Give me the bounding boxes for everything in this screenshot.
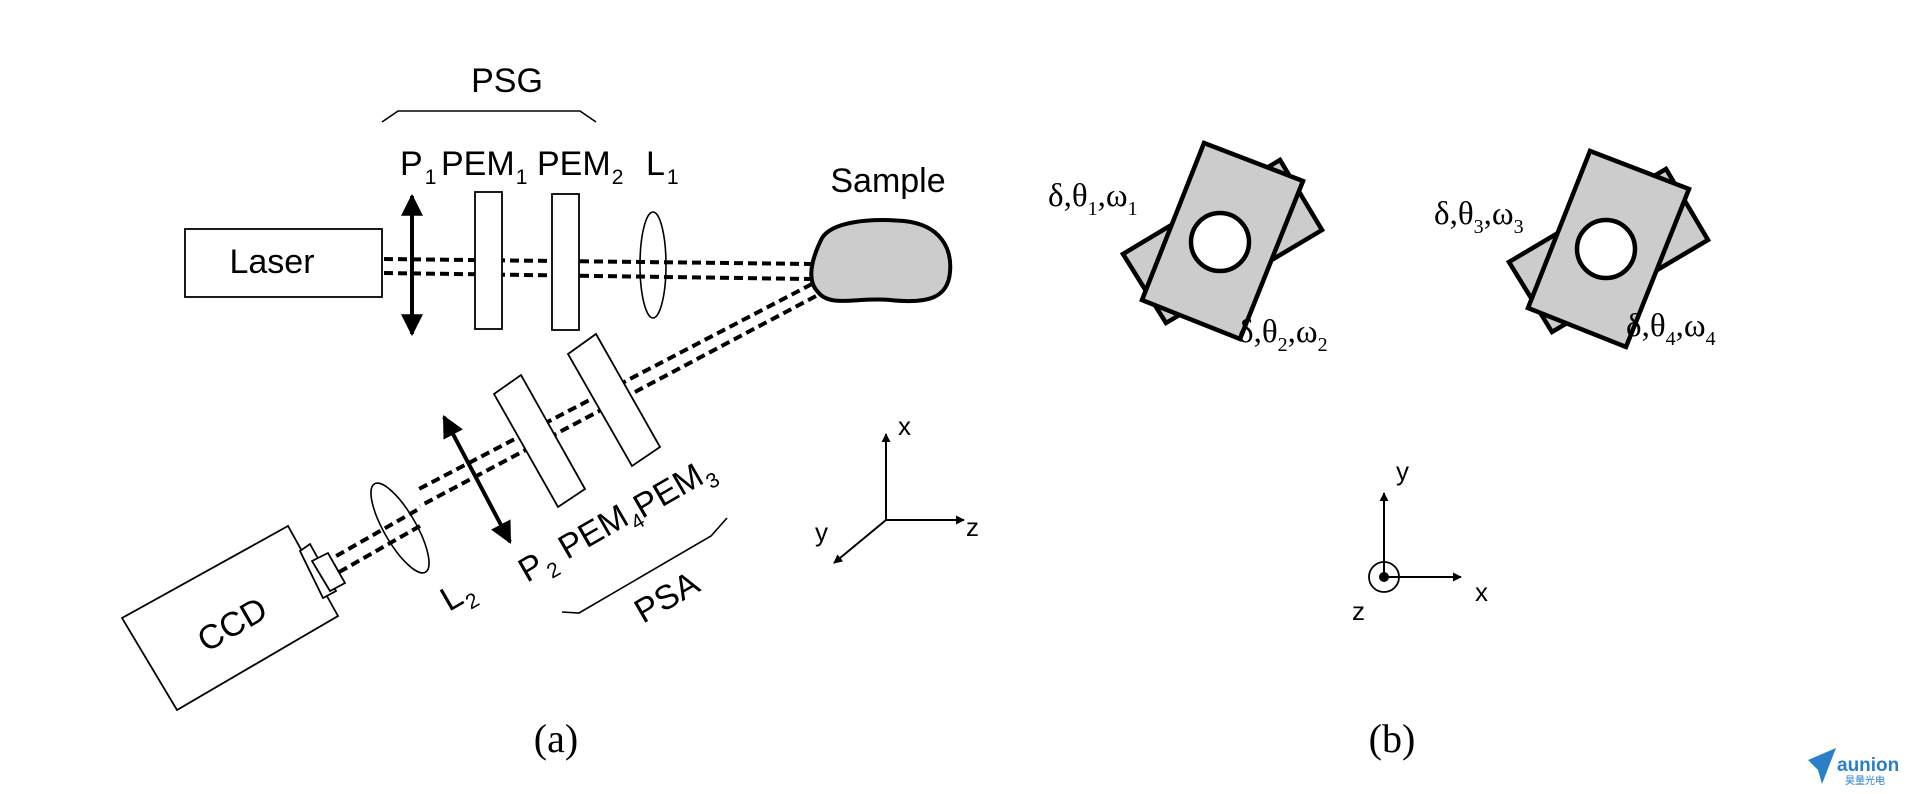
retarder-label-3: δ,θ3,ω3 <box>1434 196 1524 238</box>
axis-z-circle <box>1368 561 1400 593</box>
svg-text:δ,θ4,ω4: δ,θ4,ω4 <box>1626 308 1716 350</box>
svg-text:PSA: PSA <box>628 564 706 631</box>
axes-a: x z y <box>815 411 979 564</box>
sample: Sample <box>809 162 953 304</box>
p2-polarizer-arrow <box>442 415 512 544</box>
retarder-label-4: δ,θ4,ω4 <box>1626 308 1716 350</box>
laser: Laser <box>184 228 383 298</box>
axis-z-dot <box>1379 572 1389 582</box>
axis-x-label: x <box>898 411 911 441</box>
aperture-2 <box>1574 217 1638 281</box>
pem2-plate <box>551 193 580 331</box>
panel-a: PSG Laser P1 PEM1 <box>120 62 979 761</box>
logo-cn-text: 昊量光电 <box>1845 774 1885 787</box>
psa-bracket <box>561 517 728 614</box>
svg-text:PEM1: PEM1 <box>441 145 527 189</box>
svg-text:δ,θ3,ω3: δ,θ3,ω3 <box>1434 196 1524 238</box>
retarder-label-1: δ,θ1,ω1 <box>1048 178 1138 220</box>
pem3-label: PEM3 <box>627 450 724 531</box>
caption-b: (b) <box>1369 716 1416 761</box>
paper-plane-icon <box>1808 748 1836 784</box>
sample-label: Sample <box>830 162 945 200</box>
sample-shape <box>809 218 953 304</box>
axis-x-label-b: x <box>1475 577 1488 607</box>
aperture-1 <box>1188 210 1252 274</box>
p2-label: P2 <box>512 539 565 595</box>
laser-label: Laser <box>229 243 314 281</box>
panel-b: δ,θ1,ω1 δ,θ2,ω2 δ,θ3,ω3 δ,θ4,ω4 y x <box>1048 140 1716 761</box>
psg-group: PSG <box>381 62 597 123</box>
psg-bracket <box>381 110 597 123</box>
ccd-body <box>120 524 340 712</box>
svg-text:δ,θ2,ω2: δ,θ2,ω2 <box>1238 314 1328 356</box>
ccd-camera: CCD <box>120 524 347 712</box>
psa-label: PSA <box>628 564 706 631</box>
svg-text:PEM2: PEM2 <box>537 145 623 189</box>
svg-text:L1: L1 <box>646 145 679 189</box>
psg-label: PSG <box>471 62 543 100</box>
retarder-pair-1 <box>1119 140 1326 342</box>
axes-b: y x z <box>1352 456 1488 626</box>
pem1-plate <box>474 191 503 330</box>
pem2-label: PEM2 <box>537 145 623 189</box>
p1-label: P1 <box>400 145 436 189</box>
incident-beam <box>383 257 815 281</box>
laser-box <box>184 228 383 298</box>
retarder-label-2: δ,θ2,ω2 <box>1238 314 1328 356</box>
l1-label: L1 <box>646 145 679 189</box>
svg-text:P1: P1 <box>400 145 436 189</box>
axis-y-arrow <box>833 519 887 564</box>
svg-text:P2: P2 <box>512 539 565 595</box>
pem3-plate <box>566 332 662 468</box>
logo-text: aunion <box>1837 755 1899 776</box>
svg-text:L2: L2 <box>434 570 483 624</box>
l2-lens <box>370 482 430 574</box>
ccd-lens-tip <box>310 551 347 593</box>
svg-text:δ,θ1,ω1: δ,θ1,ω1 <box>1048 178 1138 220</box>
svg-text:PEM3: PEM3 <box>627 450 724 531</box>
caption-a: (a) <box>534 716 578 761</box>
pem4-plate <box>492 373 587 509</box>
pem1-label: PEM1 <box>441 145 527 189</box>
aunion-logo: aunion 昊量光电 <box>1808 748 1899 787</box>
l2-label: L2 <box>434 570 483 624</box>
axis-y-label: y <box>815 517 828 547</box>
axis-y-label-b: y <box>1396 456 1409 486</box>
retarder-pair-2 <box>1505 148 1712 350</box>
axis-z-label-b: z <box>1352 596 1365 626</box>
axis-z-label: z <box>966 512 979 542</box>
l1-lens <box>639 211 667 319</box>
